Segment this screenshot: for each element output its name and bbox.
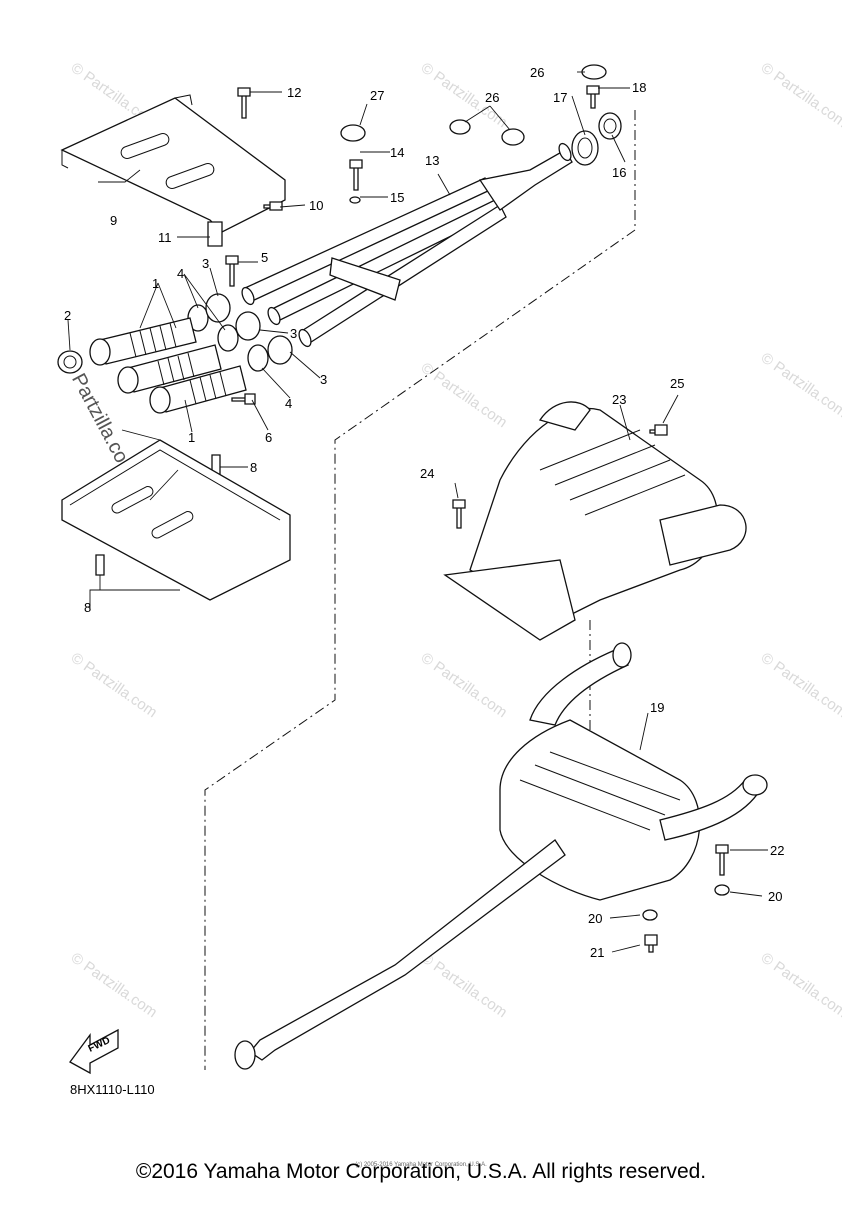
callout-8: 8 (250, 460, 257, 475)
callout-16: 16 (612, 165, 626, 180)
leader-lines (67, 71, 768, 953)
exhaust-pipe-y[interactable] (240, 142, 574, 349)
bracket-11[interactable] (207, 221, 223, 247)
bolt-21[interactable] (644, 934, 658, 953)
muffler-cover-23[interactable] (443, 401, 747, 641)
clamp-3[interactable] (205, 293, 231, 323)
bolt-12[interactable] (237, 87, 251, 119)
flex-joint-1[interactable] (89, 317, 197, 366)
watermark-text: © Partzilla.com (418, 359, 511, 431)
callout-12: 12 (287, 85, 301, 100)
callout-8: 8 (84, 600, 91, 615)
callout-3: 3 (320, 372, 327, 387)
bolt-24[interactable] (452, 499, 466, 529)
small-copyright: (c) 2005-2016 Yamaha Motor Corporation, … (355, 1162, 487, 1168)
callout-1: 1 (188, 430, 195, 445)
callout-23: 23 (612, 392, 626, 407)
diagram-code: 8HX1110-L110 (70, 1082, 155, 1097)
watermark-text: © Partzilla.com (68, 949, 161, 1021)
tail-pipe[interactable] (234, 839, 566, 1070)
assembly-centerline (204, 110, 636, 1070)
callout-5: 5 (261, 250, 268, 265)
callout-25: 25 (670, 376, 684, 391)
grommet-26[interactable] (501, 128, 525, 146)
bolt-14[interactable] (349, 159, 363, 191)
grommet-27[interactable] (340, 124, 366, 142)
watermark-text: © Partzilla.com (758, 949, 842, 1021)
callout-4: 4 (177, 266, 184, 281)
joint-parts (187, 293, 293, 372)
bolt-25[interactable] (649, 424, 668, 436)
rivet-8[interactable] (95, 554, 105, 576)
bolt-18[interactable] (586, 85, 600, 109)
watermark-text: © Partzilla.com (418, 949, 511, 1021)
flex-joints (89, 317, 247, 414)
grommet-26[interactable] (581, 64, 607, 80)
clamp-3[interactable] (267, 335, 293, 365)
callout-9: 9 (110, 213, 117, 228)
callout-6: 6 (265, 430, 272, 445)
callout-11: 11 (158, 230, 172, 245)
callout-22: 22 (770, 843, 784, 858)
callout-14: 14 (390, 145, 404, 160)
washer-15[interactable] (349, 196, 361, 204)
callout-13: 13 (425, 153, 439, 168)
callout-4: 4 (285, 396, 292, 411)
bolt-6[interactable] (231, 393, 256, 405)
fwd-arrow-icon (69, 1028, 119, 1075)
heat-shield-upper[interactable] (60, 94, 286, 233)
callout-17: 17 (553, 90, 567, 105)
callout-20: 20 (768, 889, 782, 904)
callout-3: 3 (290, 326, 297, 341)
callout-27: 27 (370, 88, 384, 103)
callout-1: 1 (152, 276, 159, 291)
footer-copyright: ©2016 Yamaha Motor Corporation, U.S.A. A… (135, 1160, 707, 1183)
callout-10: 10 (309, 198, 323, 213)
gasket-4[interactable] (217, 324, 239, 352)
washer-20[interactable] (642, 909, 658, 921)
callout-3: 3 (202, 256, 209, 271)
watermark-text: © Partzilla.com (68, 649, 161, 721)
watermark-text: © Partzilla.com (758, 59, 842, 131)
callout-19: 19 (650, 700, 664, 715)
flex-joint-3[interactable] (149, 365, 247, 414)
clamp-17[interactable] (571, 130, 599, 166)
callout-24: 24 (420, 466, 434, 481)
callout-26: 26 (530, 65, 544, 80)
clamp-3[interactable] (235, 311, 261, 341)
callout-20: 20 (588, 911, 602, 926)
fwd-arrow: FWD (69, 1028, 119, 1075)
callout-21: 21 (590, 945, 604, 960)
bolt-10[interactable] (263, 201, 283, 211)
watermark-text: © Partzilla.com (418, 649, 511, 721)
bolt-5[interactable] (225, 255, 239, 287)
gasket-16[interactable] (598, 112, 622, 140)
callout-18: 18 (632, 80, 646, 95)
watermark-text: © Partzilla.com (758, 649, 842, 721)
watermark-text: © Partzilla.com (758, 349, 842, 421)
callout-2: 2 (64, 308, 71, 323)
grommet-26[interactable] (449, 119, 471, 135)
callouts: 12 10 11 9 27 26 26 14 15 13 17 18 16 5 … (64, 65, 784, 960)
callout-15: 15 (390, 190, 404, 205)
flange-gasket-2[interactable] (57, 350, 83, 374)
washer-20[interactable] (714, 884, 730, 896)
flex-joint-2[interactable] (117, 344, 222, 394)
bolt-22[interactable] (715, 844, 729, 876)
callout-26: 26 (485, 90, 499, 105)
gasket-4[interactable] (247, 344, 269, 372)
